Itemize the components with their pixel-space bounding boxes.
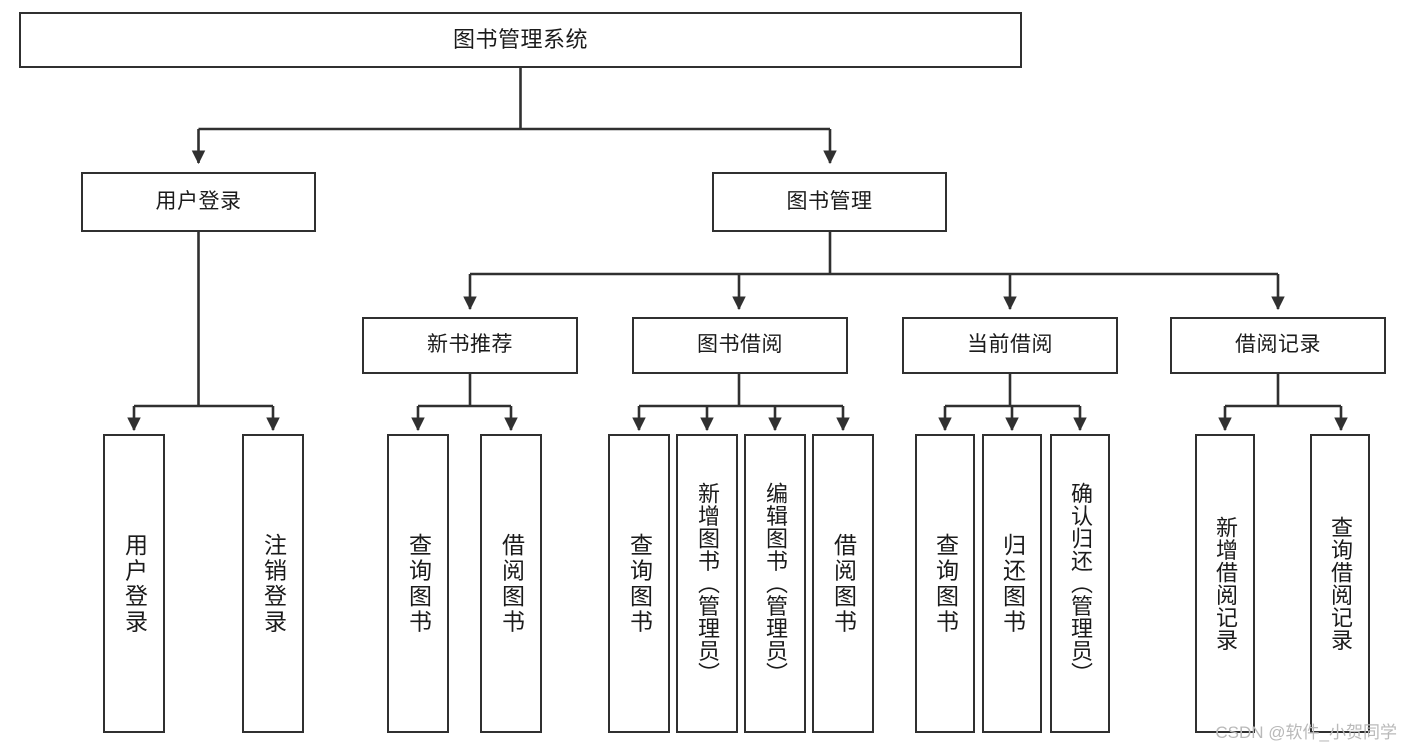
node-label: 归还图书 <box>999 532 1026 635</box>
node-label: 图书管理系统 <box>452 27 588 53</box>
node-leaf-user-login[interactable]: 用户登录 <box>103 434 165 733</box>
node-user-login[interactable]: 用户登录 <box>81 172 316 232</box>
watermark-text: CSDN @软件_小贺同学 <box>1215 723 1397 742</box>
node-label: 查询图书 <box>626 532 653 635</box>
node-label: 借阅记录 <box>1235 333 1321 357</box>
node-leaf-confirm-return-admin[interactable]: 确认归还（管理员） <box>1050 434 1110 733</box>
node-leaf-borrow-books-new[interactable]: 借阅图书 <box>480 434 542 733</box>
node-label: 图书借阅 <box>697 333 783 357</box>
node-label: 查询图书 <box>932 532 959 635</box>
node-borrowing-record[interactable]: 借阅记录 <box>1170 317 1386 374</box>
node-label: 确认归还（管理员） <box>1068 482 1093 685</box>
node-label: 用户登录 <box>121 532 148 635</box>
node-leaf-query-borrow-record[interactable]: 查询借阅记录 <box>1310 434 1370 733</box>
node-label: 注销登录 <box>260 532 287 635</box>
node-leaf-edit-book-admin[interactable]: 编辑图书（管理员） <box>744 434 806 733</box>
node-current-borrowing[interactable]: 当前借阅 <box>902 317 1118 374</box>
node-label: 借阅图书 <box>830 532 857 635</box>
node-leaf-logout[interactable]: 注销登录 <box>242 434 304 733</box>
node-leaf-add-borrow-record[interactable]: 新增借阅记录 <box>1195 434 1255 733</box>
node-label: 查询借阅记录 <box>1328 516 1353 651</box>
node-label: 编辑图书（管理员） <box>763 482 788 685</box>
node-leaf-return-books[interactable]: 归还图书 <box>982 434 1042 733</box>
node-label: 用户登录 <box>155 189 242 213</box>
node-label: 查询图书 <box>405 532 432 635</box>
node-leaf-query-books-current[interactable]: 查询图书 <box>915 434 975 733</box>
node-root-book-management-system[interactable]: 图书管理系统 <box>19 12 1022 68</box>
node-leaf-query-books-new[interactable]: 查询图书 <box>387 434 449 733</box>
node-label: 当前借阅 <box>967 333 1053 357</box>
node-label: 新书推荐 <box>427 333 513 357</box>
node-book-borrowing[interactable]: 图书借阅 <box>632 317 848 374</box>
node-leaf-borrow-books[interactable]: 借阅图书 <box>812 434 874 733</box>
node-label: 借阅图书 <box>498 532 525 635</box>
node-leaf-add-book-admin[interactable]: 新增图书（管理员） <box>676 434 738 733</box>
node-label: 新增借阅记录 <box>1213 516 1238 651</box>
node-book-management[interactable]: 图书管理 <box>712 172 947 232</box>
node-new-book-recommendation[interactable]: 新书推荐 <box>362 317 578 374</box>
node-leaf-query-books-borrow[interactable]: 查询图书 <box>608 434 670 733</box>
node-label: 新增图书（管理员） <box>695 482 720 685</box>
node-label: 图书管理 <box>786 189 873 213</box>
